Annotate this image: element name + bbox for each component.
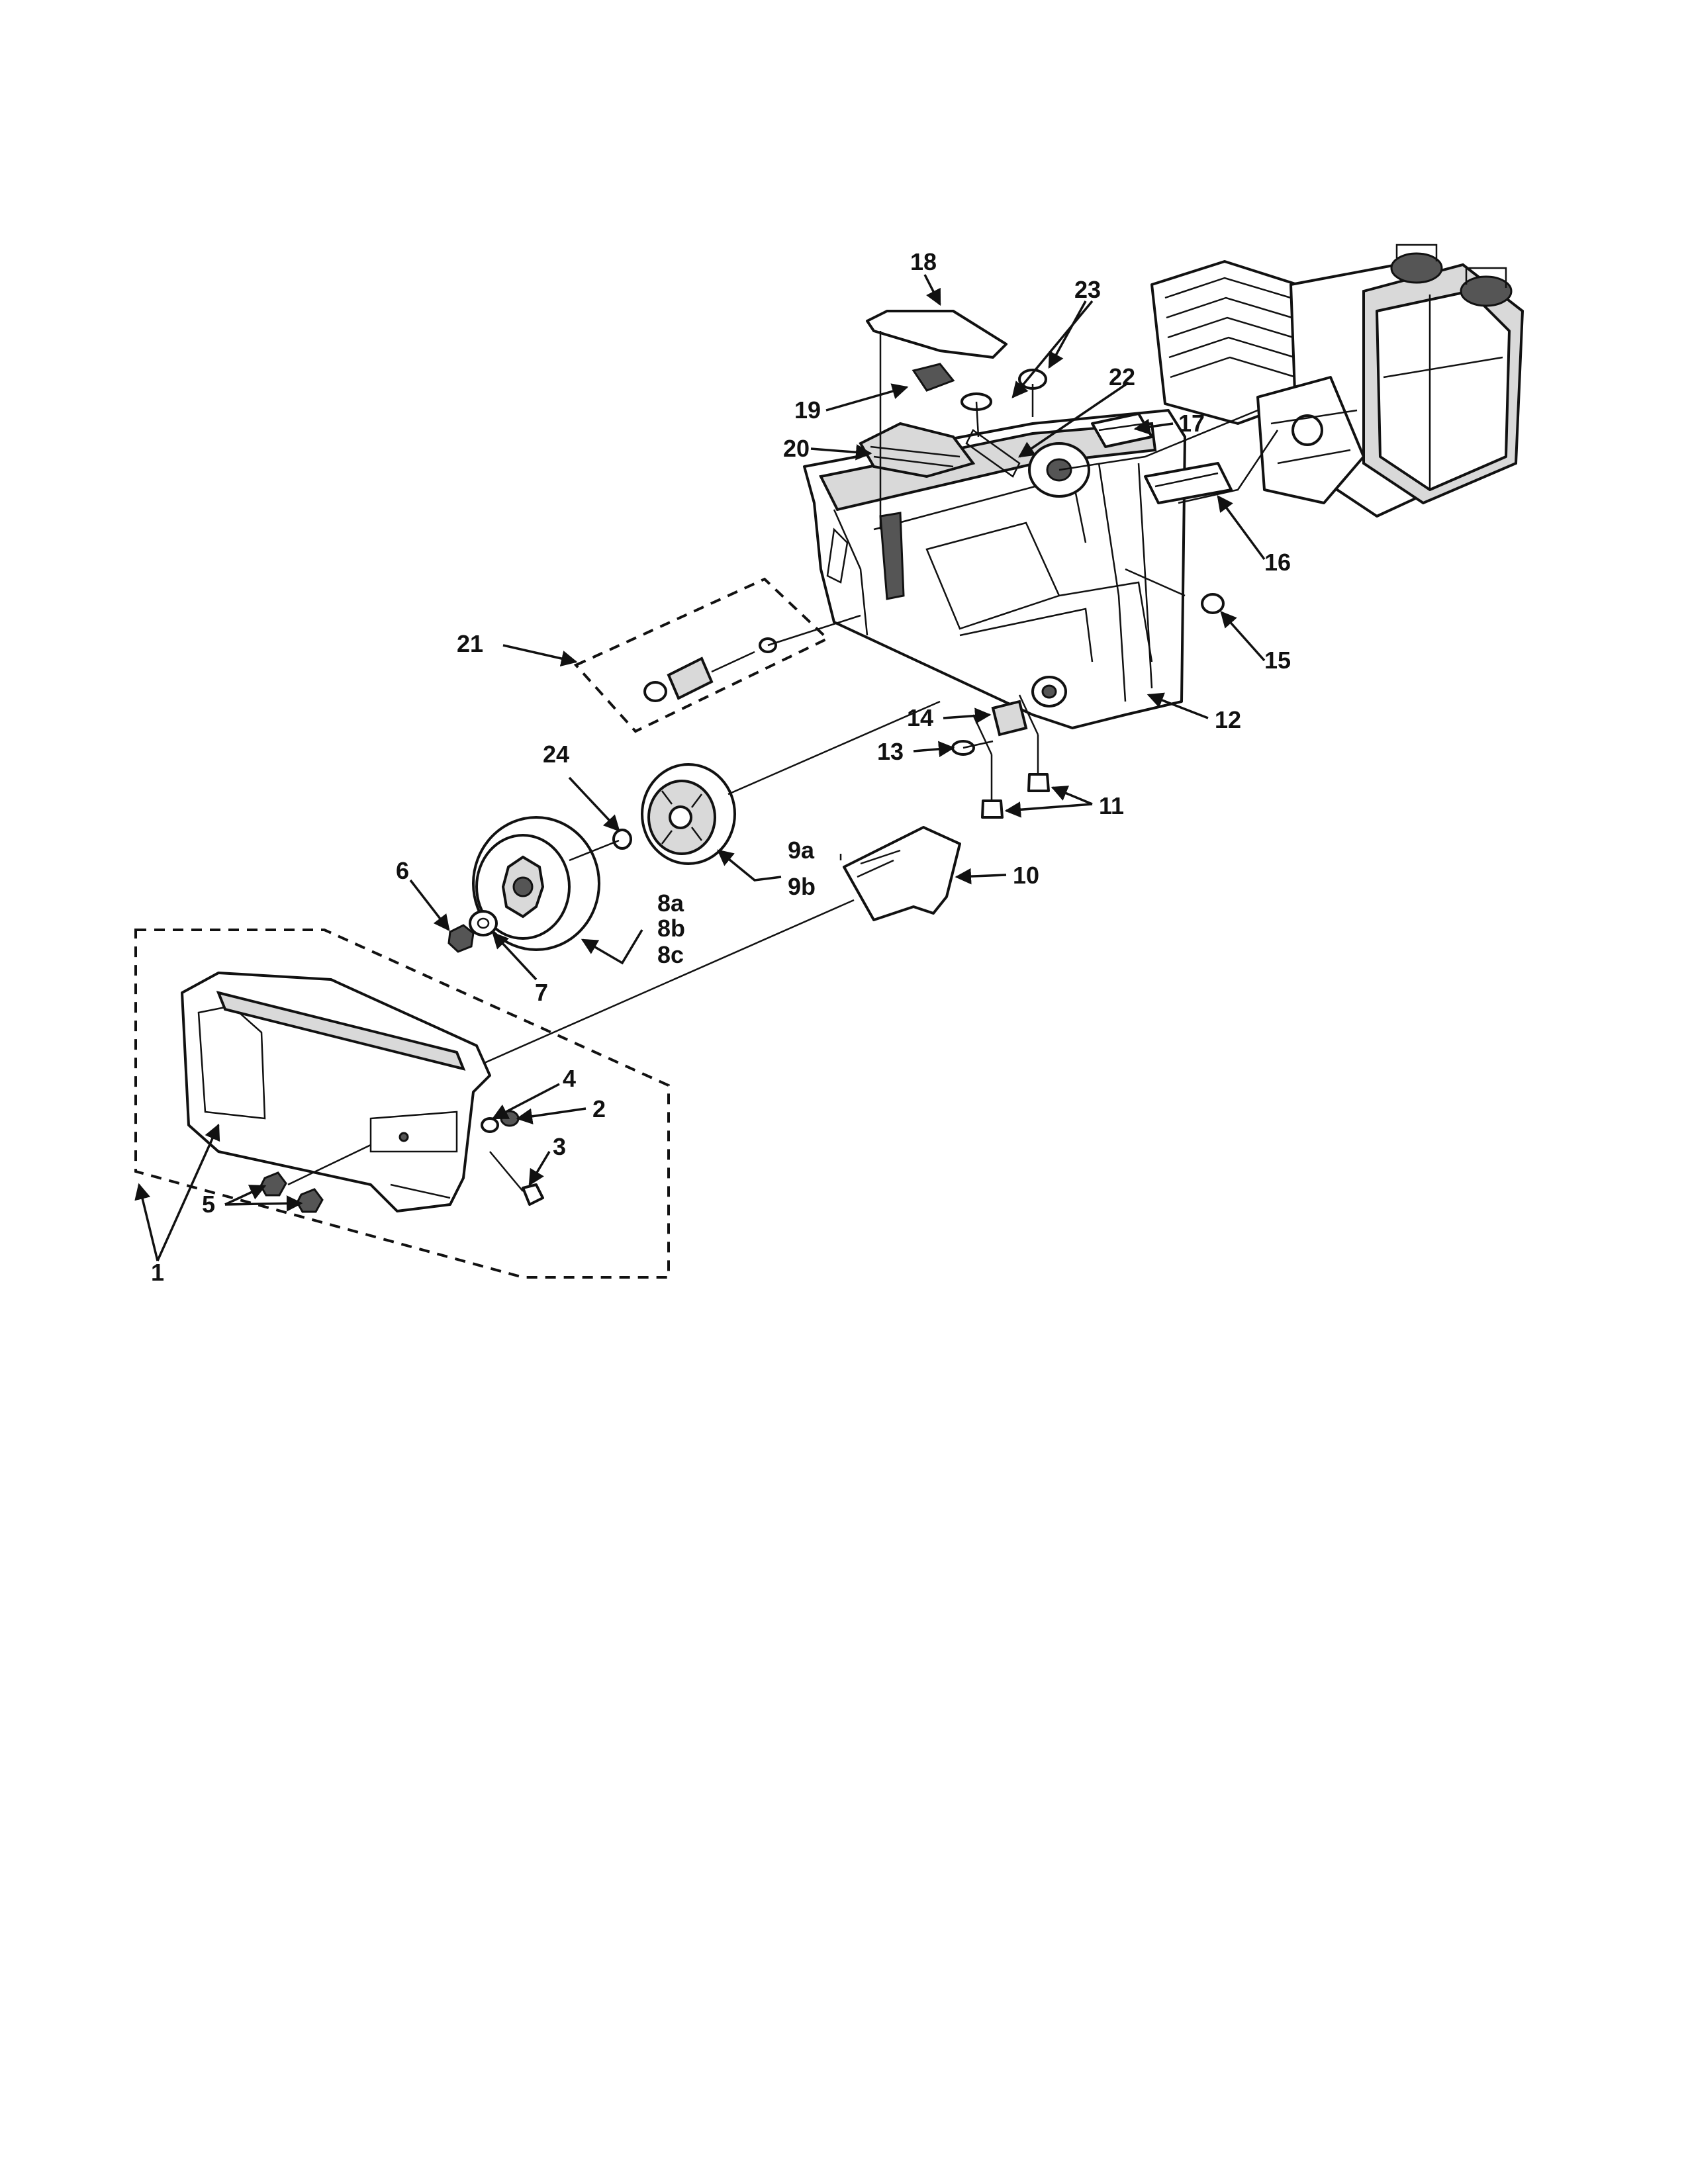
callout-labels: 1 2 3 4 5 6 7 8a 8b 8c 9a 9b 10 11 12 13… <box>151 248 1291 1286</box>
bolts-11 <box>972 694 1050 819</box>
callout-19: 19 <box>794 396 821 424</box>
callout-3: 3 <box>553 1133 566 1160</box>
callout-16: 16 <box>1264 549 1291 576</box>
callout-12: 12 <box>1215 706 1241 733</box>
callout-15: 15 <box>1264 647 1291 674</box>
callout-8b: 8b <box>657 915 685 942</box>
callout-24: 24 <box>543 741 569 768</box>
parts-13-14 <box>951 700 1028 756</box>
callout-8c: 8c <box>657 941 684 968</box>
callout-22: 22 <box>1109 363 1135 390</box>
callout-9b: 9b <box>788 873 816 900</box>
callout-14: 14 <box>907 704 933 731</box>
nut-6 <box>447 924 475 953</box>
chain-plate-10 <box>839 826 961 921</box>
callout-17: 17 <box>1178 410 1205 437</box>
callout-8a: 8a <box>657 889 684 917</box>
callout-23: 23 <box>1074 276 1101 303</box>
callout-5: 5 <box>202 1191 215 1218</box>
sprocket-cover-group-1 <box>134 929 670 1279</box>
callout-20: 20 <box>783 435 810 462</box>
washer-24 <box>612 829 632 850</box>
callout-13: 13 <box>877 738 904 765</box>
callout-11: 11 <box>1099 792 1124 819</box>
callout-18: 18 <box>910 248 937 275</box>
clutch-9 <box>641 700 941 865</box>
callout-1: 1 <box>151 1259 164 1286</box>
clutch-drum-8 <box>472 816 620 951</box>
callout-10: 10 <box>1013 862 1039 889</box>
callout-2: 2 <box>592 1095 606 1122</box>
leader-lines <box>134 274 1266 1261</box>
callout-21: 21 <box>457 630 483 657</box>
bolt-15 <box>1125 568 1225 614</box>
callout-7: 7 <box>535 979 548 1006</box>
oil-pump-group-21 <box>573 577 861 733</box>
main-housing <box>803 409 1186 729</box>
callout-4: 4 <box>563 1065 576 1092</box>
callout-6: 6 <box>396 857 409 884</box>
engine-assembly <box>1150 244 1524 518</box>
callout-9a: 9a <box>788 837 815 864</box>
assembly-line <box>463 899 855 1073</box>
washer-7 <box>469 910 498 936</box>
top-plate-assembly <box>859 310 1047 529</box>
